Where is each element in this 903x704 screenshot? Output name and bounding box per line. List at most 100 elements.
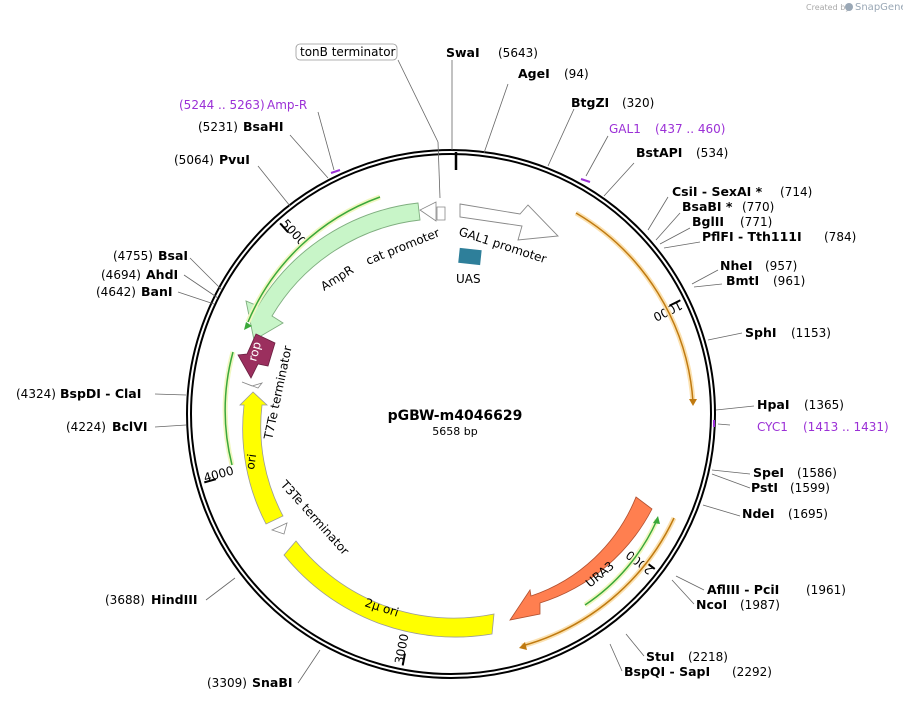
t3te-terminator-label: T3Te terminator bbox=[277, 477, 352, 558]
site-agei-name: AgeI bbox=[518, 66, 550, 81]
primer-ampr-mark bbox=[330, 169, 341, 174]
leader-lines bbox=[154, 59, 755, 684]
orange-arrowhead-2 bbox=[519, 642, 527, 650]
tick-mark-5000 bbox=[279, 222, 289, 233]
site-bmti-pos: (961) bbox=[773, 274, 805, 288]
tick-label-4000: 4000 bbox=[202, 463, 235, 485]
ampr-green-line bbox=[247, 196, 381, 323]
site-bspdi-name: BspDI - ClaI bbox=[60, 386, 141, 401]
site-bclvi-pos: (4224) bbox=[66, 420, 106, 434]
plasmid-length: 5658 bp bbox=[432, 425, 477, 438]
backbone-inner bbox=[190, 153, 712, 675]
site-snabi-name: SnaBI bbox=[252, 675, 293, 690]
ura3-arrow bbox=[509, 496, 653, 621]
site-pflfi-name: PflFI - Tth111I bbox=[702, 229, 802, 244]
site-hindiii-pos: (3688) bbox=[105, 593, 145, 607]
site-snabi-pos: (3309) bbox=[207, 676, 247, 690]
site-pvui-pos: (5064) bbox=[174, 153, 214, 167]
plasmid-name: pGBW-m4046629 bbox=[388, 408, 523, 424]
uas-label: UAS bbox=[456, 272, 481, 286]
backbone-outer bbox=[186, 149, 716, 679]
sites-right: SwaI (5643) AgeI (94) BtgZI (320) BstAPI… bbox=[446, 45, 856, 679]
primer-gal1-range: (437 .. 460) bbox=[655, 122, 725, 136]
site-bsai-pos: (4755) bbox=[113, 249, 153, 263]
site-bsabi-pos: (770) bbox=[742, 200, 774, 214]
site-bsai-name: BsaI bbox=[158, 248, 188, 263]
site-ncoi-name: NcoI bbox=[696, 597, 727, 612]
site-sphi-pos: (1153) bbox=[791, 326, 831, 340]
ampr-label: AmpR bbox=[318, 263, 356, 294]
site-bstapi-name: BstAPI bbox=[636, 145, 682, 160]
site-spei-pos: (1586) bbox=[797, 466, 837, 480]
cat-promoter-arrow bbox=[419, 201, 437, 222]
orange-arrowhead-1 bbox=[689, 399, 697, 406]
rop-label: rop bbox=[245, 340, 264, 363]
primer-labels: GAL1 (437 .. 460) CYC1 (1413 .. 1431) (5… bbox=[179, 98, 889, 434]
primer-gal1-name: GAL1 bbox=[609, 122, 641, 136]
site-btgzi-name: BtgZI bbox=[571, 95, 609, 110]
uas-box bbox=[458, 247, 482, 266]
tick-mark-4000 bbox=[204, 478, 217, 484]
primer-cyc1-name: CYC1 bbox=[757, 420, 788, 434]
site-stui-pos: (2218) bbox=[688, 650, 728, 664]
tick-label-3000: 3000 bbox=[392, 633, 412, 666]
tonb-terminator-arrow bbox=[436, 206, 446, 221]
site-bani-name: BanI bbox=[141, 284, 173, 299]
site-bani-pos: (4642) bbox=[96, 285, 136, 299]
site-ahdi-name: AhdI bbox=[146, 267, 178, 282]
ampr-green-arrowhead bbox=[244, 322, 252, 330]
site-psti-name: PstI bbox=[751, 480, 778, 495]
rop-arrow bbox=[237, 333, 276, 379]
site-sphi-name: SphI bbox=[745, 325, 777, 340]
ori-arrow bbox=[239, 391, 284, 525]
site-bglii-name: BglII bbox=[692, 214, 724, 229]
site-bspqi-pos: (2292) bbox=[732, 665, 772, 679]
site-stui-name: StuI bbox=[646, 649, 675, 664]
primer-gal1-mark bbox=[580, 178, 591, 183]
site-swai-name: SwaI bbox=[446, 45, 480, 60]
ura3-green-arrowhead bbox=[653, 516, 660, 524]
snapgene-logo-icon bbox=[845, 3, 853, 11]
ori-label: ori bbox=[243, 453, 259, 470]
site-bstapi-pos: (534) bbox=[696, 146, 728, 160]
tonb-terminator-label: tonB terminator bbox=[300, 45, 396, 59]
cat-promoter-label: cat promoter bbox=[364, 225, 442, 267]
site-bsahi-pos: (5231) bbox=[198, 120, 238, 134]
primer-ampr-range: (5244 .. 5263) bbox=[179, 98, 265, 112]
site-bsahi-name: BsaHI bbox=[243, 119, 284, 134]
brand-text: SnapGene bbox=[855, 2, 903, 13]
tonb-terminator-box bbox=[295, 43, 398, 61]
site-hpai-name: HpaI bbox=[757, 397, 790, 412]
site-ndei-name: NdeI bbox=[742, 506, 775, 521]
t7te-terminator-arrow bbox=[241, 381, 264, 389]
site-bspqi-name: BspQI - SapI bbox=[624, 664, 710, 679]
created-by-text: Created by bbox=[806, 3, 850, 12]
site-hpai-pos: (1365) bbox=[804, 398, 844, 412]
site-bsabi-name: BsaBI * bbox=[682, 199, 733, 214]
orange-line-1 bbox=[575, 212, 694, 403]
site-afliii-name: AflIII - PciI bbox=[707, 582, 779, 597]
site-agei-pos: (94) bbox=[564, 67, 589, 81]
site-bmti-name: BmtI bbox=[726, 273, 759, 288]
site-btgzi-pos: (320) bbox=[622, 96, 654, 110]
site-bclvi-name: BclVI bbox=[112, 419, 148, 434]
site-nhei-name: NheI bbox=[720, 258, 753, 273]
site-hindiii-name: HindIII bbox=[151, 592, 198, 607]
site-bglii-pos: (771) bbox=[740, 215, 772, 229]
site-bspdi-pos: (4324) bbox=[16, 387, 56, 401]
ura3-green-line bbox=[584, 519, 658, 606]
t3te-terminator-arrow bbox=[270, 522, 288, 535]
site-ndei-pos: (1695) bbox=[788, 507, 828, 521]
primer-ampr-name: Amp-R bbox=[267, 98, 307, 112]
site-pvui-name: PvuI bbox=[219, 152, 250, 167]
site-nhei-pos: (957) bbox=[765, 259, 797, 273]
site-psti-pos: (1599) bbox=[790, 481, 830, 495]
gal1-promoter-arrow bbox=[459, 203, 559, 241]
site-afliii-pos: (1961) bbox=[806, 583, 846, 597]
primer-cyc1-range: (1413 .. 1431) bbox=[803, 420, 889, 434]
two-micron-ori-arrow bbox=[283, 540, 495, 638]
site-csii-pos: (714) bbox=[780, 185, 812, 199]
sites-left: (3309) SnaBI (3688) HindIII (4224) BclVI… bbox=[16, 119, 293, 690]
site-swai-pos: (5643) bbox=[498, 46, 538, 60]
